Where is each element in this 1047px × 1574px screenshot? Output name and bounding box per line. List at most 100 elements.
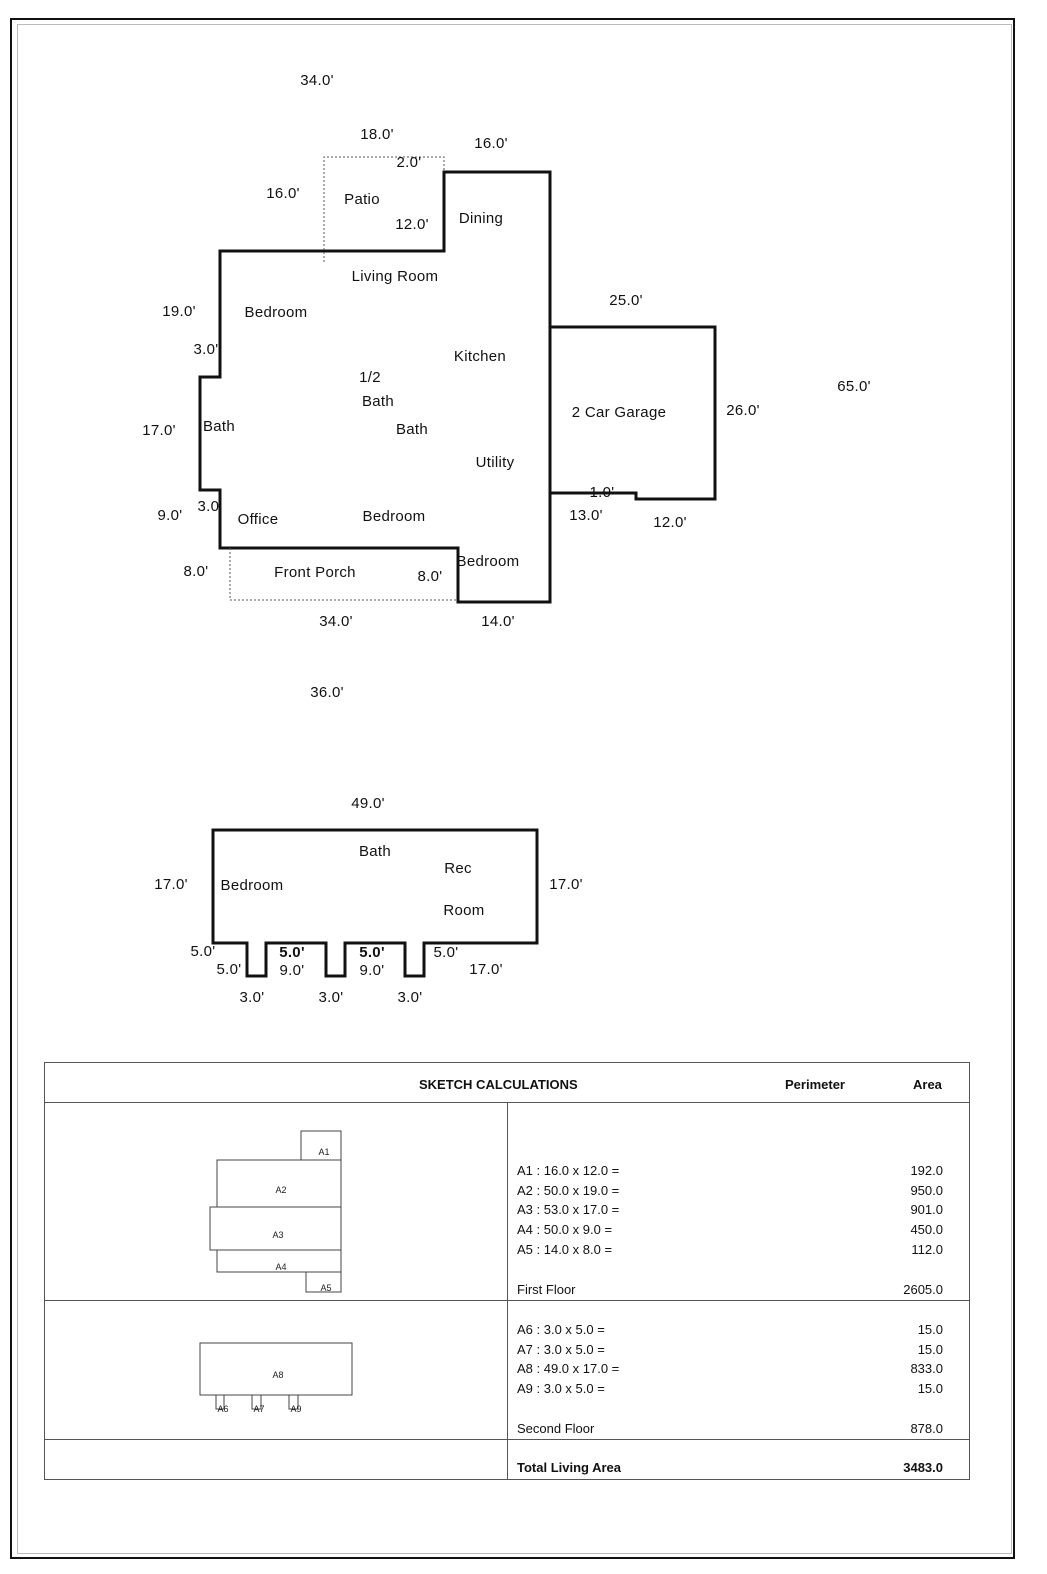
calc-row-label: A1 : 16.0 x 12.0 = xyxy=(517,1163,620,1178)
dimension-label: 19.0' xyxy=(162,303,196,320)
dimension-label: 5.0' xyxy=(279,944,305,961)
page-border xyxy=(10,18,1015,1559)
calc-row-area: 950.0 xyxy=(910,1183,943,1198)
divider xyxy=(45,1102,969,1103)
room-label-room: Room xyxy=(443,902,484,919)
perimeter-header: Perimeter xyxy=(785,1077,845,1092)
dimension-label: 36.0' xyxy=(310,684,344,701)
calc-row-label: A9 : 3.0 x 5.0 = xyxy=(517,1381,605,1396)
dimension-label: 9.0' xyxy=(280,962,305,979)
area-label: A4 xyxy=(275,1262,286,1272)
room-label-bedroom: Bedroom xyxy=(245,304,308,321)
room-label-bath: Bath xyxy=(362,393,394,410)
dimension-label: 8.0' xyxy=(184,563,209,580)
dimension-label: 65.0' xyxy=(837,378,871,395)
dimension-label: 17.0' xyxy=(469,961,503,978)
calc-row-area: 901.0 xyxy=(910,1202,943,1217)
dimension-label: 5.0' xyxy=(191,943,216,960)
calc-row-area: 450.0 xyxy=(910,1222,943,1237)
area-label: A7 xyxy=(253,1404,264,1414)
area-label: A9 xyxy=(290,1404,301,1414)
dimension-label: 5.0' xyxy=(217,961,242,978)
dimension-label: 34.0' xyxy=(319,613,353,630)
room-label-bedroom: Bedroom xyxy=(363,508,426,525)
dimension-label: 17.0' xyxy=(142,422,176,439)
room-label-bedroom: Bedroom xyxy=(221,877,284,894)
dimension-label: 17.0' xyxy=(549,876,583,893)
calc-row-label: A4 : 50.0 x 9.0 = xyxy=(517,1222,613,1237)
second-floor-plan: 49.0' 17.0' 17.0' 5.0' 5.0' 5.0' 9.0' 5.… xyxy=(154,795,583,1006)
dimension-label: 9.0' xyxy=(158,507,183,524)
dimension-label: 49.0' xyxy=(351,795,385,812)
dimension-label: 16.0' xyxy=(474,135,508,152)
room-label-rec: Rec xyxy=(444,860,472,877)
garage-outline xyxy=(550,325,717,501)
area-label: A6 xyxy=(217,1404,228,1414)
floor-plan-sketch: 34.0' 18.0' 2.0' 16.0' 16.0' 12.0' 25.0'… xyxy=(142,72,871,1006)
dimension-label: 12.0' xyxy=(395,216,429,233)
calc-row-area: 15.0 xyxy=(917,1381,943,1396)
room-label-garage: 2 Car Garage xyxy=(572,404,666,421)
dimension-label: 3.0' xyxy=(240,989,265,1006)
room-label-office: Office xyxy=(238,511,279,528)
dimension-label: 12.0' xyxy=(653,514,687,531)
room-label-bath: Bath xyxy=(396,421,428,438)
area-header: Area xyxy=(913,1077,942,1092)
divider xyxy=(507,1103,508,1479)
dimension-label: 17.0' xyxy=(154,876,188,893)
area-label: A1 xyxy=(318,1147,329,1157)
dimension-label: 8.0' xyxy=(418,568,443,585)
first-floor-plan: 34.0' 18.0' 2.0' 16.0' 16.0' 12.0' 25.0'… xyxy=(142,72,871,701)
room-label-kitchen: Kitchen xyxy=(454,348,506,365)
front-porch-outline xyxy=(229,548,458,601)
area-label: A3 xyxy=(272,1230,283,1240)
calc-row-area: 112.0 xyxy=(911,1242,943,1257)
first-floor-outline xyxy=(198,170,552,604)
calc-row-label: A5 : 14.0 x 8.0 = xyxy=(517,1242,613,1257)
dimension-label: 5.0' xyxy=(434,944,459,961)
patio-outline xyxy=(323,156,445,262)
calc-row-label: A6 : 3.0 x 5.0 = xyxy=(517,1322,605,1337)
dimension-label: 34.0' xyxy=(300,72,334,89)
total-living-area-label: Total Living Area xyxy=(517,1460,622,1475)
dimension-label: 9.0' xyxy=(360,962,385,979)
dimension-label: 16.0' xyxy=(266,185,300,202)
area-label: A8 xyxy=(272,1370,283,1380)
room-label-utility: Utility xyxy=(476,454,515,471)
room-label-patio: Patio xyxy=(344,191,380,208)
second-floor-area-diagram: A8 A6 A7 A9 xyxy=(199,1342,353,1414)
divider xyxy=(45,1439,969,1440)
second-floor-outline xyxy=(211,828,539,978)
calc-row-label: A7 : 3.0 x 5.0 = xyxy=(517,1342,605,1357)
room-label-dining: Dining xyxy=(459,210,503,227)
calc-row-label: A8 : 49.0 x 17.0 = xyxy=(517,1361,620,1376)
calc-row-label: A2 : 50.0 x 19.0 = xyxy=(517,1183,620,1198)
first-floor-subtotal: 2605.0 xyxy=(903,1282,943,1297)
dimension-label: 3.0' xyxy=(398,989,423,1006)
area-label: A5 xyxy=(320,1283,331,1293)
room-label-half: 1/2 xyxy=(359,369,381,386)
calc-row-label: A3 : 53.0 x 17.0 = xyxy=(517,1202,620,1217)
calc-row-area: 15.0 xyxy=(917,1342,943,1357)
area-label: A2 xyxy=(275,1185,286,1195)
room-label-front-porch: Front Porch xyxy=(274,564,356,581)
sketch-calculations-table: SKETCH CALCULATIONS Perimeter Area A1 A2… xyxy=(44,1062,970,1480)
room-label-bath: Bath xyxy=(359,843,391,860)
dimension-label: 26.0' xyxy=(726,402,760,419)
second-floor-subtotal-label: Second Floor xyxy=(517,1421,595,1436)
dimension-label: 3.0' xyxy=(198,498,223,515)
dimension-label: 2.0' xyxy=(397,154,422,171)
first-floor-area-diagram: A1 A2 A3 A4 A5 xyxy=(209,1130,342,1293)
table-title: SKETCH CALCULATIONS xyxy=(419,1077,578,1092)
dimension-label: 5.0' xyxy=(359,944,385,961)
calc-row-area: 833.0 xyxy=(910,1361,943,1376)
dimension-label: 18.0' xyxy=(360,126,394,143)
room-label-living-room: Living Room xyxy=(352,268,439,285)
dimension-label: 3.0' xyxy=(194,341,219,358)
second-floor-subtotal: 878.0 xyxy=(910,1421,943,1436)
page-inner-border xyxy=(17,24,1012,1554)
dimension-label: 1.0' xyxy=(590,484,615,501)
dimension-label: 25.0' xyxy=(609,292,643,309)
dimension-label: 3.0' xyxy=(319,989,344,1006)
divider xyxy=(45,1300,969,1301)
